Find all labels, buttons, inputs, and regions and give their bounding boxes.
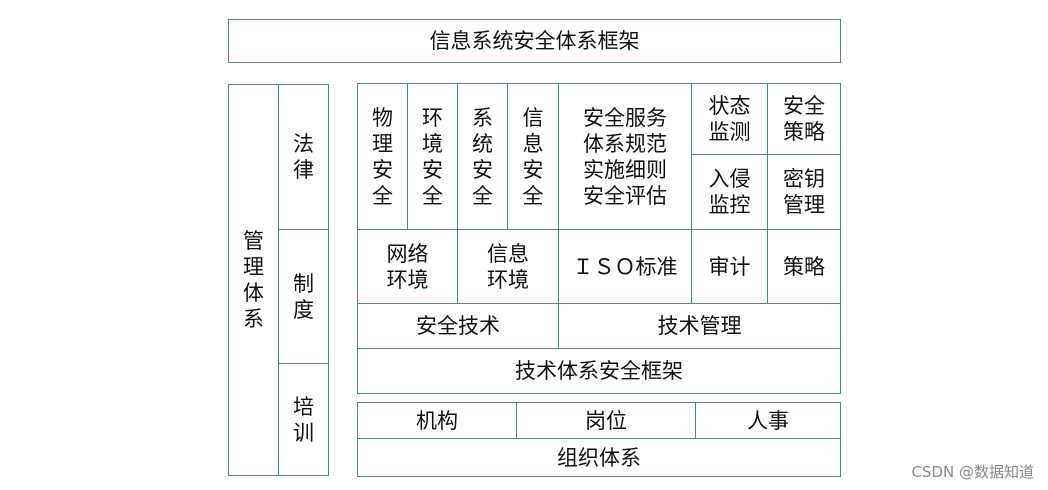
org-institution: 机构 [357,402,517,439]
org-personnel: 人事 [696,402,841,439]
org-position-label: 岗位 [585,408,627,433]
information-environment-label: 信息 环境 [487,241,529,292]
technical-framework-label: 技术体系安全框架 [515,359,683,383]
policy-label: 策略 [783,254,825,279]
management-regulation: 制 度 [279,230,329,364]
information-security: 信 息 安 全 [508,83,559,230]
information-security-label: 信 息 安 全 [522,105,544,208]
organization-system-label: 组织体系 [557,445,641,470]
audit-label: 审计 [708,254,751,279]
security-service-spec-label: 安全服务 体系规范 实施细则 安全评估 [583,105,667,208]
org-institution-label: 机构 [416,408,458,433]
security-technology: 安全技术 [357,304,559,349]
framework-title: 信息系统安全体系框架 [228,19,841,63]
system-security: 系 统 安 全 [458,83,508,230]
technology-management-label: 技术管理 [657,314,742,338]
security-strategy-label: 安全 策略 [783,94,825,144]
policy: 策略 [768,230,841,304]
security-service-spec: 安全服务 体系规范 实施细则 安全评估 [559,83,692,230]
management-law-label: 法 律 [293,132,314,182]
key-management-label: 密钥 管理 [783,167,825,217]
physical-security: 物 理 安 全 [357,83,408,230]
intrusion-monitoring-label: 入侵 监控 [708,167,751,217]
org-position: 岗位 [517,402,696,439]
technical-framework: 技术体系安全框架 [357,349,841,394]
environment-security: 环 境 安 全 [408,83,458,230]
audit: 审计 [692,230,768,304]
management-law: 法 律 [279,84,329,230]
security-technology-label: 安全技术 [416,314,500,338]
technology-management: 技术管理 [559,304,841,349]
org-personnel-label: 人事 [747,408,789,433]
physical-security-label: 物 理 安 全 [372,105,393,208]
management-training-label: 培 训 [293,394,314,445]
network-environment: 网络 环境 [357,230,458,304]
key-management: 密钥 管理 [768,155,841,230]
management-system: 管 理 体 系 [228,84,279,476]
intrusion-monitoring: 入侵 监控 [692,155,768,230]
organization-system: 组织体系 [357,439,841,477]
management-training: 培 训 [279,364,329,476]
system-security-label: 系 统 安 全 [472,105,493,208]
watermark: CSDN @数据知道 [911,463,1034,481]
framework-title-text: 信息系统安全体系框架 [429,29,640,53]
state-monitoring-label: 状态 监测 [708,94,751,144]
environment-security-label: 环 境 安 全 [422,105,443,208]
iso-standard-label: ＩＳＯ标准 [572,254,678,279]
iso-standard: ＩＳＯ标准 [559,230,692,304]
security-strategy: 安全 策略 [768,83,841,155]
network-environment-label: 网络 环境 [386,241,429,292]
management-system-label: 管 理 体 系 [243,229,264,331]
information-environment: 信息 环境 [458,230,559,304]
state-monitoring: 状态 监测 [692,83,768,155]
management-regulation-label: 制 度 [293,271,314,322]
